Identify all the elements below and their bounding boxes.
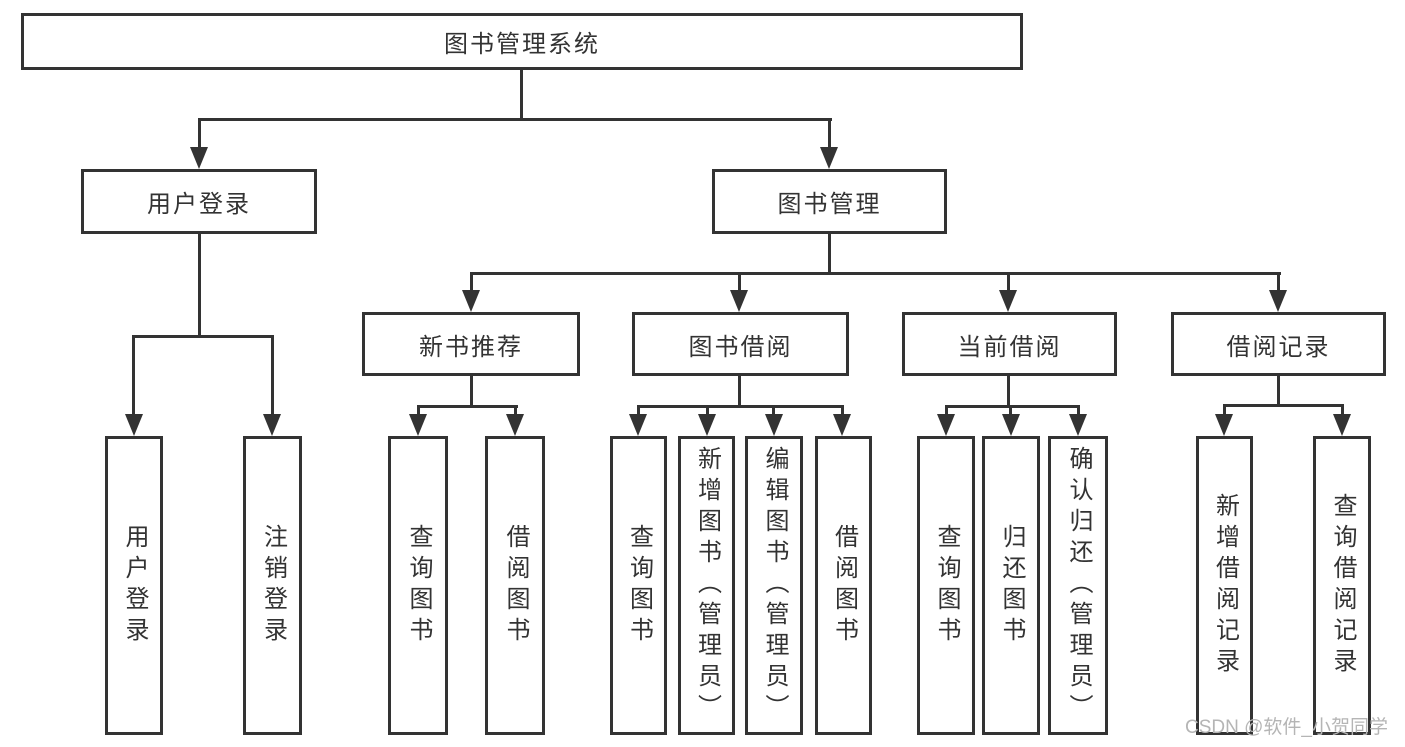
connector-userlogin-drop-2 — [271, 335, 274, 418]
connector-borrow-drop-3 — [772, 405, 775, 418]
leaf-query-borrow-record-label: 查询借阅记录 — [1329, 492, 1356, 679]
connector-borrow-drop-4 — [841, 405, 844, 418]
leaf-user-login-label: 用户登录 — [121, 523, 148, 648]
node-book-management-label: 图书管理 — [777, 191, 882, 218]
node-book-borrow-label: 图书借阅 — [688, 333, 793, 361]
node-current-borrow-label: 当前借阅 — [957, 333, 1062, 361]
arrowhead-leaf-query-book-recommend — [409, 414, 427, 436]
arrowhead-leaf-add-borrow-record — [1215, 414, 1233, 436]
leaf-edit-book-admin: 编辑图书（管理员） — [745, 436, 803, 735]
arrowhead-book-borrow — [730, 290, 748, 312]
leaf-borrow-book-recommend-label: 借阅图书 — [502, 523, 529, 648]
node-root: 图书管理系统 — [21, 13, 1023, 70]
leaf-query-book-current: 查询图书 — [917, 436, 975, 735]
connector-records-rail — [1223, 404, 1344, 407]
leaf-add-book-admin: 新增图书（管理员） — [678, 436, 735, 735]
connector-recommend-stem — [470, 376, 473, 408]
connector-bookmgmt-rail — [470, 272, 1281, 275]
leaf-logout: 注销登录 — [243, 436, 302, 735]
arrowhead-leaf-add-book-admin — [698, 414, 716, 436]
connector-userlogin-rail — [133, 335, 274, 338]
node-user-login: 用户登录 — [81, 169, 317, 234]
leaf-query-book-borrow: 查询图书 — [610, 436, 667, 735]
node-new-book-recommend-label: 新书推荐 — [419, 333, 523, 361]
connector-root-stem — [520, 69, 523, 120]
node-current-borrow: 当前借阅 — [902, 312, 1117, 376]
leaf-borrow-book-label: 借阅图书 — [830, 523, 858, 648]
arrowhead-leaf-return-book — [1002, 414, 1020, 436]
connector-current-rail — [945, 405, 1080, 408]
leaf-return-book: 归还图书 — [982, 436, 1040, 735]
arrowhead-current-borrow — [999, 290, 1017, 312]
connector-recommend-drop-1 — [417, 405, 420, 418]
arrowhead-leaf-logout — [263, 414, 281, 436]
connector-bookmgmt-drop-2 — [738, 272, 741, 294]
connector-borrow-drop-2 — [706, 405, 709, 418]
leaf-borrow-book-recommend: 借阅图书 — [485, 436, 545, 735]
leaf-confirm-return-admin-label: 确认归还（管理员） — [1065, 446, 1092, 725]
arrowhead-leaf-borrow-book — [833, 414, 851, 436]
arrowhead-book-management — [820, 147, 838, 169]
node-borrow-records: 借阅记录 — [1171, 312, 1386, 376]
connector-current-drop-3 — [1077, 405, 1080, 418]
leaf-query-borrow-record: 查询借阅记录 — [1313, 436, 1371, 735]
connector-root-rail — [198, 118, 832, 121]
leaf-logout-label: 注销登录 — [259, 523, 287, 648]
node-root-label: 图书管理系统 — [444, 31, 600, 58]
node-book-management: 图书管理 — [712, 169, 947, 234]
arrowhead-leaf-edit-book-admin — [765, 414, 783, 436]
node-borrow-records-label: 借阅记录 — [1226, 333, 1331, 361]
connector-current-stem — [1007, 376, 1010, 408]
connector-bookmgmt-drop-3 — [1007, 272, 1010, 294]
leaf-borrow-book: 借阅图书 — [815, 436, 872, 735]
leaf-user-login: 用户登录 — [105, 436, 163, 735]
arrowhead-leaf-user-login — [125, 414, 143, 436]
node-book-borrow: 图书借阅 — [632, 312, 849, 376]
leaf-return-book-label: 归还图书 — [998, 523, 1025, 648]
connector-recommend-drop-2 — [514, 405, 517, 418]
connector-borrow-drop-1 — [637, 405, 640, 418]
arrowhead-user-login — [190, 147, 208, 169]
arrowhead-leaf-borrow-book-recommend — [506, 414, 524, 436]
connector-records-drop-2 — [1341, 404, 1344, 418]
leaf-query-book-current-label: 查询图书 — [933, 523, 960, 648]
connector-root-drop-left — [198, 118, 201, 150]
connector-current-drop-2 — [1009, 405, 1012, 418]
leaf-add-borrow-record: 新增借阅记录 — [1196, 436, 1253, 735]
leaf-edit-book-admin-label: 编辑图书（管理员） — [761, 446, 788, 725]
connector-borrow-rail — [637, 405, 844, 408]
leaf-query-book-recommend-label: 查询图书 — [405, 523, 432, 648]
connector-current-drop-1 — [945, 405, 948, 418]
connector-bookmgmt-drop-4 — [1277, 272, 1280, 294]
arrowhead-leaf-query-book-borrow — [629, 414, 647, 436]
arrowhead-leaf-confirm-return — [1069, 414, 1087, 436]
connector-bookmgmt-stem — [828, 234, 831, 275]
connector-records-stem — [1277, 376, 1280, 407]
leaf-add-book-admin-label: 新增图书（管理员） — [693, 446, 721, 725]
leaf-confirm-return-admin: 确认归还（管理员） — [1048, 436, 1108, 735]
connector-borrow-stem — [738, 376, 741, 408]
connector-userlogin-stem — [198, 234, 201, 338]
connector-userlogin-drop-1 — [132, 335, 135, 418]
connector-bookmgmt-drop-1 — [470, 272, 473, 294]
arrowhead-leaf-query-borrow-record — [1333, 414, 1351, 436]
arrowhead-leaf-query-book-current — [937, 414, 955, 436]
node-new-book-recommend: 新书推荐 — [362, 312, 580, 376]
leaf-query-book-borrow-label: 查询图书 — [625, 523, 653, 648]
node-user-login-label: 用户登录 — [147, 191, 251, 218]
leaf-add-borrow-record-label: 新增借阅记录 — [1211, 492, 1239, 679]
csdn-watermark: CSDN @软件_小贺同学 — [1185, 717, 1388, 738]
connector-records-drop-1 — [1223, 404, 1226, 418]
connector-recommend-rail — [417, 405, 518, 408]
arrowhead-new-book-recommend — [462, 290, 480, 312]
arrowhead-borrow-records — [1269, 290, 1287, 312]
leaf-query-book-recommend: 查询图书 — [388, 436, 448, 735]
connector-root-drop-right — [828, 118, 831, 150]
